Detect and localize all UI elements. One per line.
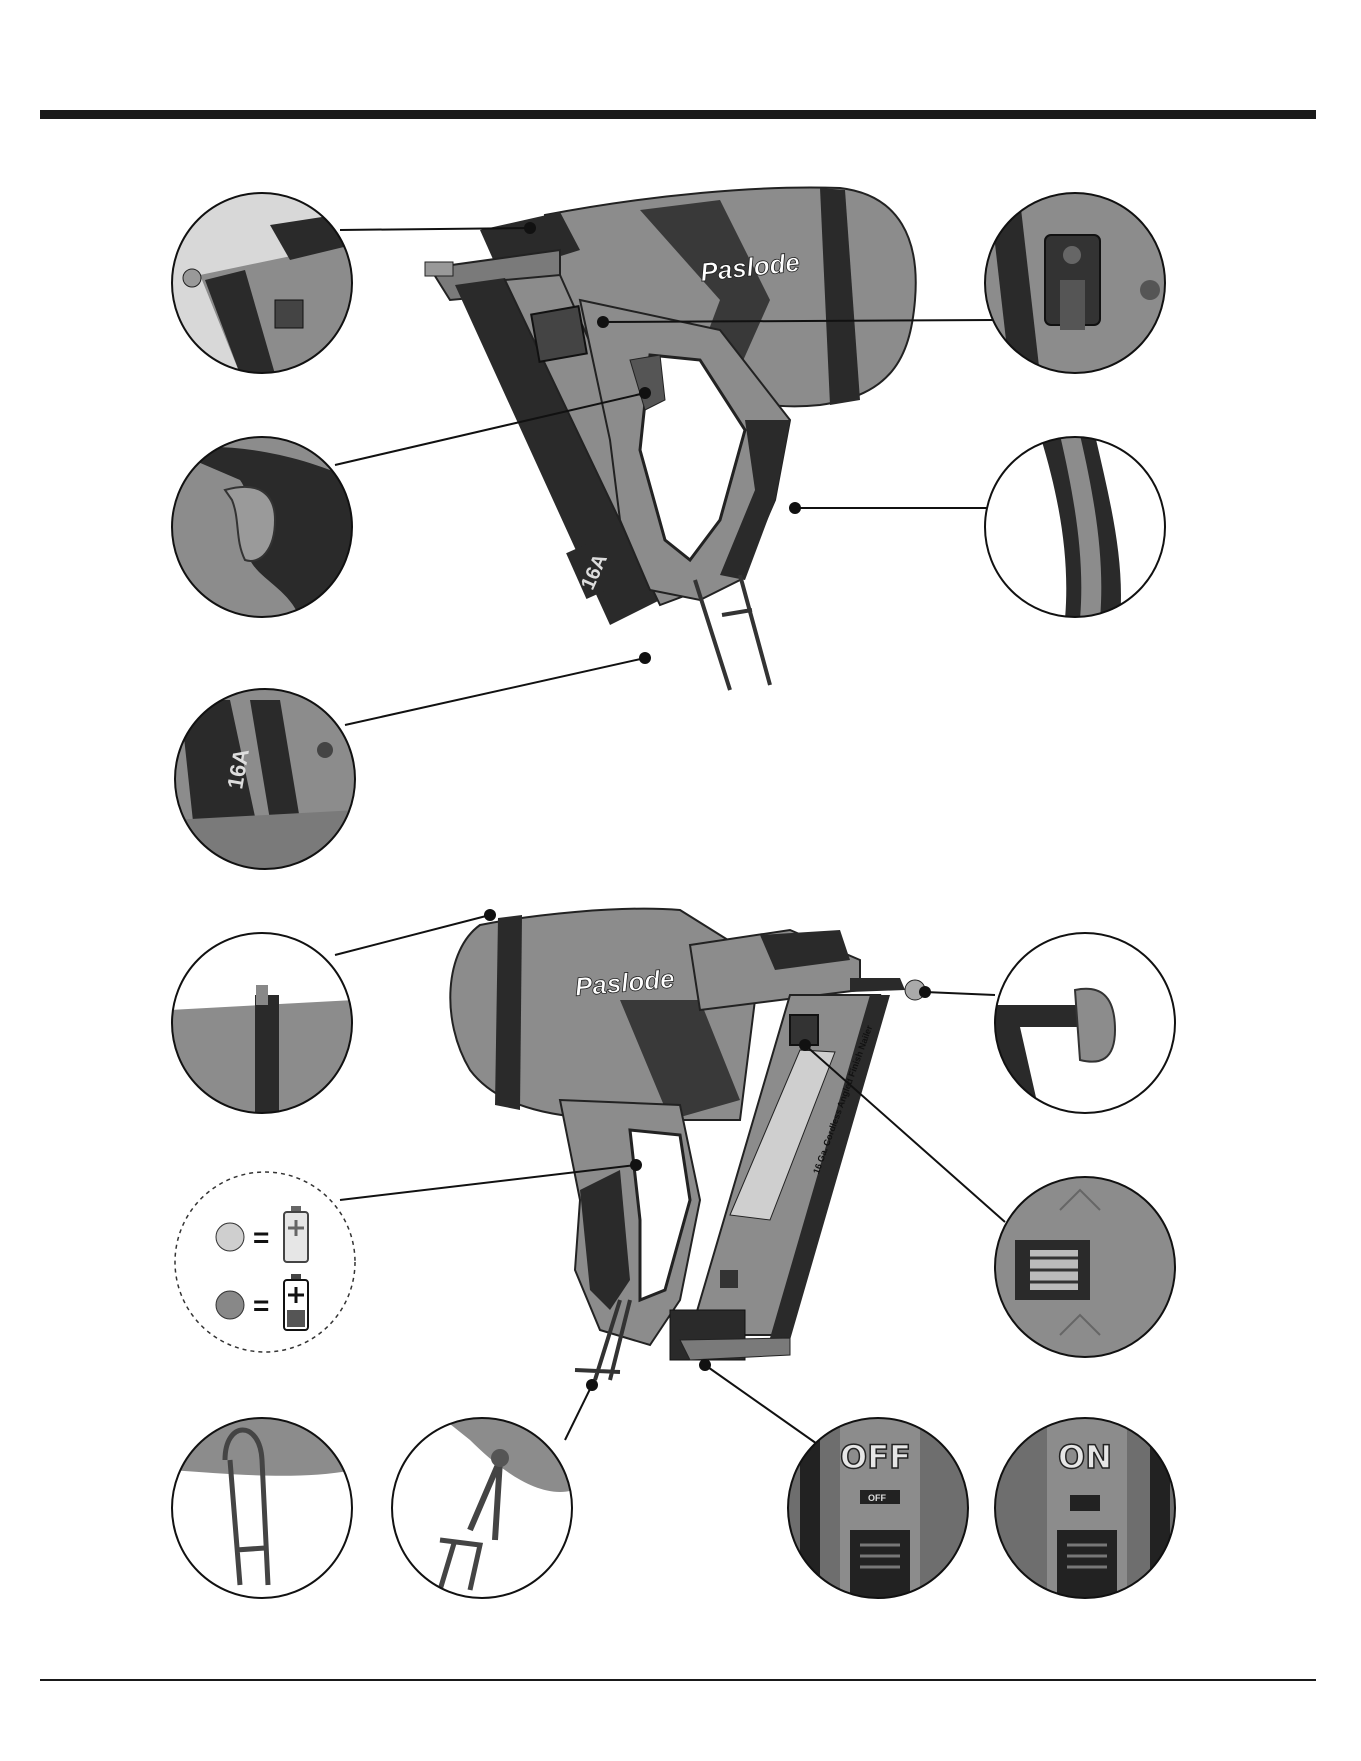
detail-switch-on: ON	[993, 1416, 1177, 1600]
bottom-rule	[40, 1679, 1316, 1681]
legend-equals-1: =	[253, 1222, 269, 1253]
battery-full-icon	[284, 1206, 308, 1262]
detail-depth-wheel	[993, 1175, 1177, 1359]
switch-off-small-label: OFF	[868, 1493, 886, 1503]
detail-hook-stowed	[170, 1416, 354, 1600]
detail-no-mar-tip	[993, 931, 1177, 1115]
legend-equals-2: =	[253, 1290, 269, 1321]
battery-indicator-legend: = =	[175, 1172, 355, 1352]
nailer-opposite-view: 16 Ga. Cordless Angled Finish Nailer Pas…	[450, 909, 925, 1380]
detail-grip	[983, 435, 1167, 619]
detail-trigger	[170, 435, 354, 619]
battery-low-icon	[284, 1274, 308, 1330]
detail-magazine-latch	[983, 191, 1167, 375]
detail-nose-top	[170, 190, 354, 374]
detail-housing-top	[170, 931, 354, 1115]
detail-hook-extended	[390, 1416, 574, 1600]
switch-off-label: OFF	[840, 1438, 911, 1476]
switch-on-label: ON	[1058, 1438, 1112, 1476]
nailer-side-view: 16A Paslode	[425, 187, 916, 690]
detail-magazine-end: 16A	[173, 688, 357, 872]
detail-switch-off: OFF OFF	[786, 1416, 970, 1600]
